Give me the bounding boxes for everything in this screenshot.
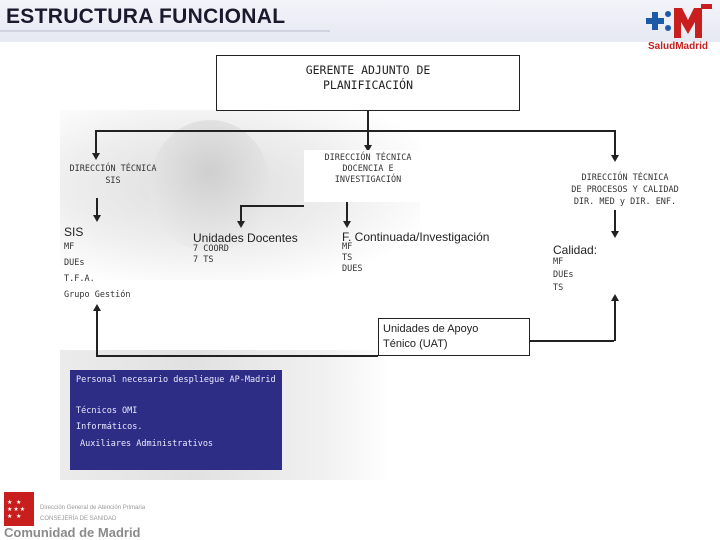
list-item: DUES: [342, 264, 363, 274]
direccion-procesos-line3: DIR. MED y DIR. ENF.: [573, 197, 677, 207]
arrow-up: [93, 304, 101, 311]
arrow-down: [364, 145, 372, 152]
direccion-sis-box: DIRECCIÓN TÉCNICA SIS: [48, 158, 178, 198]
uat-line1: Unidades de Apoyo: [383, 323, 479, 335]
arrow-down: [611, 155, 619, 162]
list-item: MF: [64, 242, 75, 252]
list-item: MF: [342, 242, 353, 252]
comunidad-madrid-logo: ★ ★★★★★ ★: [4, 492, 34, 526]
title-rule: [0, 30, 330, 32]
fcontinuada-title: F. Continuada/Investigación: [342, 230, 490, 244]
gerente-line1: GERENTE ADJUNTO DE: [305, 63, 431, 77]
connector: [95, 130, 615, 132]
uat-line2: Ténico (UAT): [383, 338, 448, 350]
footer-line3: Comunidad de Madrid: [4, 525, 141, 540]
list-item: TS: [553, 283, 564, 293]
arrow-down: [92, 153, 100, 160]
arrow-down: [343, 221, 351, 228]
connector: [96, 198, 98, 216]
gerente-line2: PLANIFICACIÓN: [322, 78, 413, 92]
list-item: Grupo Gestión: [64, 290, 131, 300]
salud-madrid-icon: [646, 4, 712, 38]
arrow-down: [611, 231, 619, 238]
list-item: MF: [553, 257, 564, 267]
header-band: [0, 0, 720, 42]
page-title: ESTRUCTURA FUNCIONAL: [6, 5, 286, 28]
uat-box: Unidades de Apoyo Ténico (UAT): [378, 318, 530, 356]
background-photo-face: [150, 120, 270, 250]
direccion-procesos-line2: DE PROCESOS Y CALIDAD: [571, 185, 679, 195]
calidad-title: Calidad:: [553, 243, 598, 257]
direccion-docencia-box: DIRECCIÓN TÉCNICA DOCENCIA E INVESTIGACI…: [304, 150, 432, 202]
connector: [95, 130, 97, 154]
connector: [96, 355, 378, 357]
direccion-docencia-line1: DIRECCIÓN TÉCNICA: [324, 153, 412, 163]
connector: [367, 111, 369, 131]
fcontinuada-list: MF TS DUES: [342, 242, 362, 275]
arrow-down: [237, 221, 245, 228]
connector: [614, 300, 616, 341]
arrow-up: [611, 294, 619, 301]
connector: [614, 210, 616, 232]
list-item: T.F.A.: [64, 274, 95, 284]
footer-line1: Dirección General de Atención Primaria: [40, 505, 146, 511]
connector: [240, 205, 242, 222]
footer-line2: CONSEJERÍA DE SANIDAD: [40, 516, 117, 522]
direccion-docencia-line2: DOCENCIA E: [342, 164, 394, 174]
unidades-docentes-list: 7 COORD 7 TS: [193, 244, 229, 266]
connector: [367, 130, 369, 146]
personal-line1: Personal necesario despliegue AP-Madrid: [76, 375, 276, 385]
list-item: DUEs: [553, 270, 574, 280]
personal-line3: Informáticos.: [76, 422, 143, 432]
direccion-sis-line1: DIRECCIÓN TÉCNICA: [69, 164, 157, 174]
personal-box: Personal necesario despliegue AP-Madrid …: [70, 370, 282, 470]
personal-line2: Técnicos OMI: [76, 406, 138, 416]
connector: [96, 310, 98, 356]
direccion-procesos-line1: DIRECCIÓN TÉCNICA: [581, 173, 669, 183]
connector: [346, 202, 348, 222]
direccion-procesos-box: DIRECCIÓN TÉCNICA DE PROCESOS Y CALIDAD …: [535, 158, 715, 210]
direccion-docencia-line3: INVESTIGACIÓN: [334, 175, 402, 185]
arrow-down: [93, 215, 101, 222]
gerente-box: GERENTE ADJUNTO DE PLANIFICACIÓN: [216, 55, 520, 111]
personal-line4: Auxiliares Administrativos: [80, 439, 214, 449]
salud-madrid-text: SaludMadrid: [648, 41, 709, 52]
star-icon: ★ ★★★★★ ★: [7, 500, 27, 520]
connector: [614, 130, 616, 156]
connector: [240, 205, 304, 207]
connector: [530, 340, 614, 342]
calidad-list: MF DUEs TS: [553, 256, 573, 295]
list-item: 7 TS: [193, 255, 214, 265]
list-item: TS: [342, 253, 353, 263]
salud-madrid-logo: SaludMadrid: [646, 4, 714, 54]
list-item: 7 COORD: [193, 244, 229, 254]
sis-list: MF DUEs T.F.A. Grupo Gestión: [64, 239, 131, 303]
sis-title: SIS: [64, 225, 84, 239]
direccion-sis-line2: SIS: [105, 176, 121, 186]
unidades-docentes-title: Unidades Docentes: [193, 231, 298, 245]
list-item: DUEs: [64, 258, 85, 268]
